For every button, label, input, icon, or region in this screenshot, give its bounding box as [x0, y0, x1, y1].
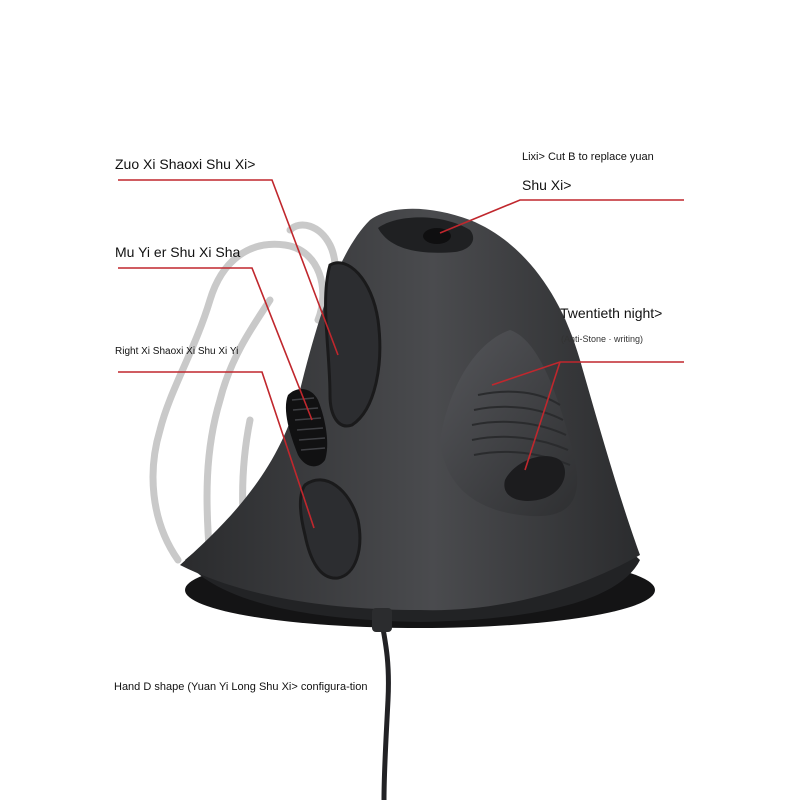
- callout-line-side-branch: [524, 361, 561, 471]
- callout-lines: [118, 179, 684, 529]
- callout-side-button-note: (Anti-Stone · writing): [561, 334, 644, 344]
- cable-strain-relief: [372, 608, 392, 632]
- callout-line-dpi: [439, 199, 684, 234]
- right-mouse-button: [299, 478, 362, 580]
- callout-right-button: Right Xi Shaoxi Xi Shu Xi Yi: [115, 346, 239, 357]
- grip-texture: [471, 390, 571, 466]
- callout-scroll-wheel: Mu Yi er Shu Xi Sha: [115, 244, 241, 260]
- callout-left-button: Zuo Xi Shaoxi Shu Xi>: [115, 156, 256, 172]
- callout-dpi-line2: Shu Xi>: [522, 177, 572, 193]
- left-mouse-button: [324, 261, 382, 428]
- callout-dpi-line1: Lixi> Cut B to replace yuan: [522, 151, 654, 163]
- mouse-body: [180, 208, 640, 611]
- usb-cable: [377, 611, 391, 801]
- side-button: [504, 456, 565, 501]
- callout-side-button: Twentieth night>: [560, 305, 663, 321]
- callout-line-right-button: [118, 371, 315, 529]
- callout-line-scroll: [118, 267, 313, 421]
- callout-line-left-button: [118, 179, 339, 356]
- footer-caption: Hand D shape (Yuan Yi Long Shu Xi> confi…: [114, 681, 368, 693]
